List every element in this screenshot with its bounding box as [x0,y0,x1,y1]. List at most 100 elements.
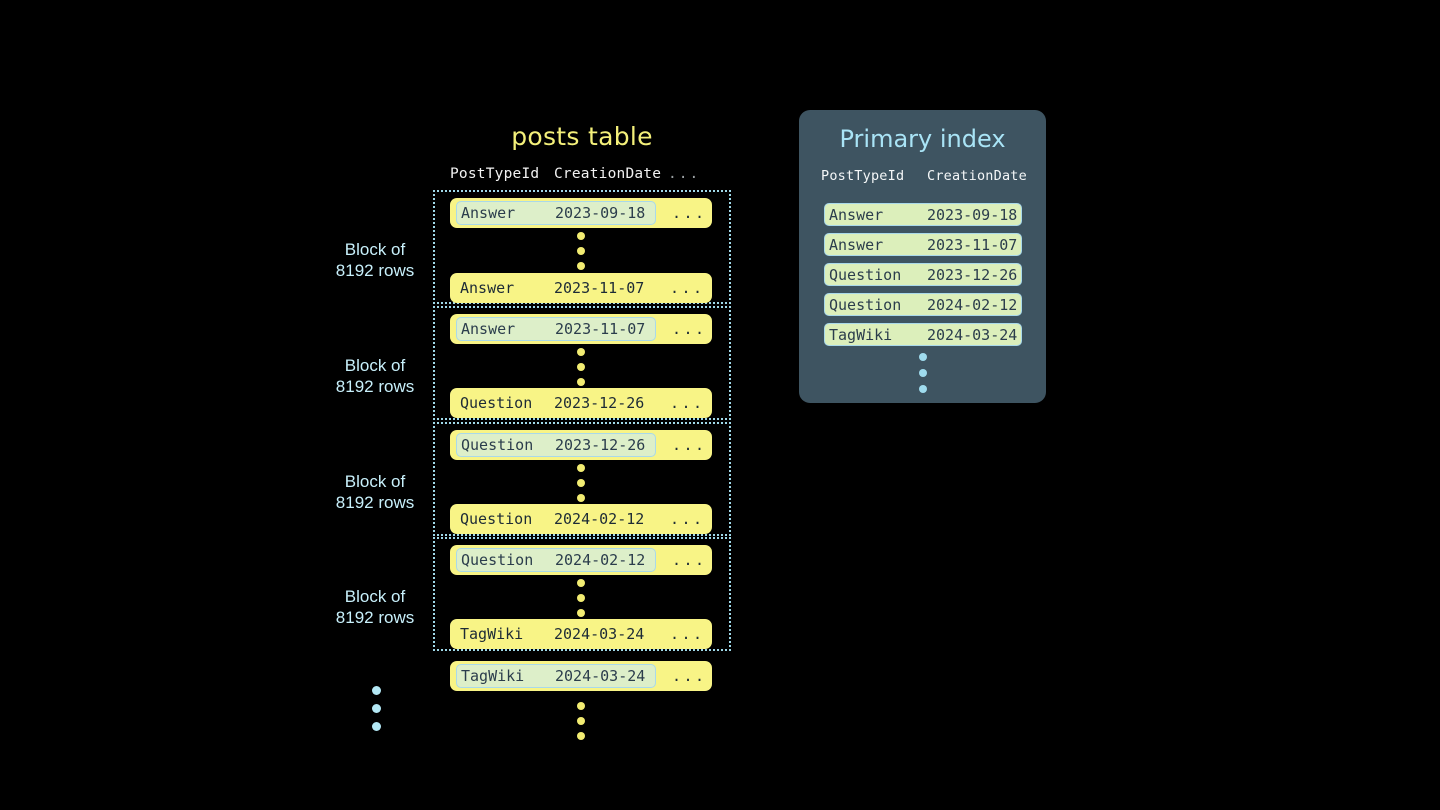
cell-creationdate: 2024-03-24 [554,625,645,643]
row-cells: Question 2023-12-26 [456,433,656,457]
cell-posttypeid: Question [461,436,534,454]
cell-creationdate: 2023-12-26 [927,265,1018,284]
table-row-block4-first[interactable]: Question 2024-02-12 ... [450,545,712,575]
dot [918,353,927,361]
block-3-label: Block of 8192 rows [310,471,440,513]
row-cells: Answer 2023-09-18 [456,201,656,225]
cell-posttypeid: Answer [461,204,516,222]
index-row[interactable]: Answer 2023-09-18 [824,203,1022,226]
dot [371,722,381,731]
column-header-creationdate: CreationDate [554,166,662,182]
table-row-block4-last[interactable]: TagWiki 2024-03-24 ... [450,619,712,649]
dot [577,494,585,502]
row-cells: Answer 2023-11-07 [456,276,654,300]
column-header-ellipsis: ... [668,166,701,182]
cell-creationdate: 2024-03-24 [927,325,1018,344]
table-row-block2-last[interactable]: Question 2023-12-26 ... [450,388,712,418]
block-4 [433,537,731,651]
dot [577,232,585,240]
cell-creationdate: 2024-02-12 [927,295,1018,314]
index-row[interactable]: Question 2023-12-26 [824,263,1022,286]
block-2-label-line2: 8192 rows [335,377,415,396]
block-3 [433,422,731,536]
index-row[interactable]: TagWiki 2024-03-24 [824,323,1022,346]
cell-ellipsis: ... [670,394,705,412]
dot [577,594,585,602]
cell-creationdate: 2024-02-12 [555,551,646,569]
cell-posttypeid: Answer [460,279,515,297]
cell-ellipsis: ... [670,510,705,528]
row-cells: Question 2024-02-12 [456,548,656,572]
cell-creationdate: 2023-11-07 [927,235,1018,254]
index-row[interactable]: Question 2024-02-12 [824,293,1022,316]
row-cells: Question 2023-12-26 [456,391,654,415]
table-row-block2-first[interactable]: Answer 2023-11-07 ... [450,314,712,344]
dot [577,579,585,587]
dot [577,464,585,472]
cell-ellipsis: ... [672,551,707,569]
cell-ellipsis: ... [672,667,707,685]
dot [371,686,381,695]
block-2-label: Block of 8192 rows [310,355,440,397]
column-header-posttypeid: PostTypeId [821,168,905,184]
block-1 [433,190,731,304]
cell-creationdate: 2023-12-26 [554,394,645,412]
cell-posttypeid: Question [460,510,533,528]
cell-creationdate: 2024-03-24 [555,667,646,685]
cell-posttypeid: Answer [829,235,884,254]
table-row-trailing[interactable]: TagWiki 2024-03-24 ... [450,661,712,691]
dot [371,704,381,713]
row-cells: Question 2024-02-12 [456,507,654,531]
block-1-vertical-ellipsis [574,232,588,270]
posts-table-column-headers: PostTypeId CreationDate ... [450,166,712,182]
primary-index-panel: Primary index PostTypeId CreationDate An… [799,110,1046,403]
cell-posttypeid: Question [829,265,902,284]
cell-creationdate: 2023-11-07 [555,320,646,338]
dot [577,262,585,270]
primary-index-rows: Answer 2023-09-18 Answer 2023-11-07 Ques… [824,203,1022,353]
dot [577,363,585,371]
block-2-label-line1: Block of [344,356,406,375]
primary-index-column-headers: PostTypeId CreationDate [821,168,1037,184]
cell-creationdate: 2023-12-26 [555,436,646,454]
column-header-posttypeid: PostTypeId [450,166,540,182]
dot [577,479,585,487]
dot [577,378,585,386]
primary-index-title: Primary index [839,125,1006,153]
column-header-creationdate: CreationDate [927,168,1027,184]
cell-ellipsis: ... [672,436,707,454]
block-3-vertical-ellipsis [574,464,588,502]
block-1-label: Block of 8192 rows [310,239,440,281]
block-4-label-line2: 8192 rows [335,608,415,627]
cell-creationdate: 2023-09-18 [555,204,646,222]
posts-table-title: posts table [511,122,653,151]
table-row-block1-last[interactable]: Answer 2023-11-07 ... [450,273,712,303]
cell-posttypeid: Question [829,295,902,314]
cell-ellipsis: ... [672,204,707,222]
table-row-block3-last[interactable]: Question 2024-02-12 ... [450,504,712,534]
dot [918,385,927,393]
cell-ellipsis: ... [670,279,705,297]
block-1-label-line2: 8192 rows [335,261,415,280]
dot [577,732,585,740]
row-cells: TagWiki 2024-03-24 [456,622,654,646]
table-row-block3-first[interactable]: Question 2023-12-26 ... [450,430,712,460]
dot [577,717,585,725]
block-4-label: Block of 8192 rows [310,586,440,628]
cell-ellipsis: ... [672,320,707,338]
table-row-block1-first[interactable]: Answer 2023-09-18 ... [450,198,712,228]
cell-posttypeid: TagWiki [461,667,525,685]
row-cells: Answer 2023-11-07 [456,317,656,341]
block-2 [433,306,731,420]
block-2-vertical-ellipsis [574,348,588,386]
cell-creationdate: 2024-02-12 [554,510,645,528]
block-3-label-line2: 8192 rows [335,493,415,512]
cell-posttypeid: TagWiki [829,325,893,344]
block-1-label-line1: Block of [344,240,406,259]
table-bottom-vertical-ellipsis [574,702,588,740]
cell-posttypeid: Question [460,394,533,412]
cell-creationdate: 2023-09-18 [927,205,1018,224]
block-3-label-line1: Block of [344,472,406,491]
index-row[interactable]: Answer 2023-11-07 [824,233,1022,256]
cell-creationdate: 2023-11-07 [554,279,645,297]
